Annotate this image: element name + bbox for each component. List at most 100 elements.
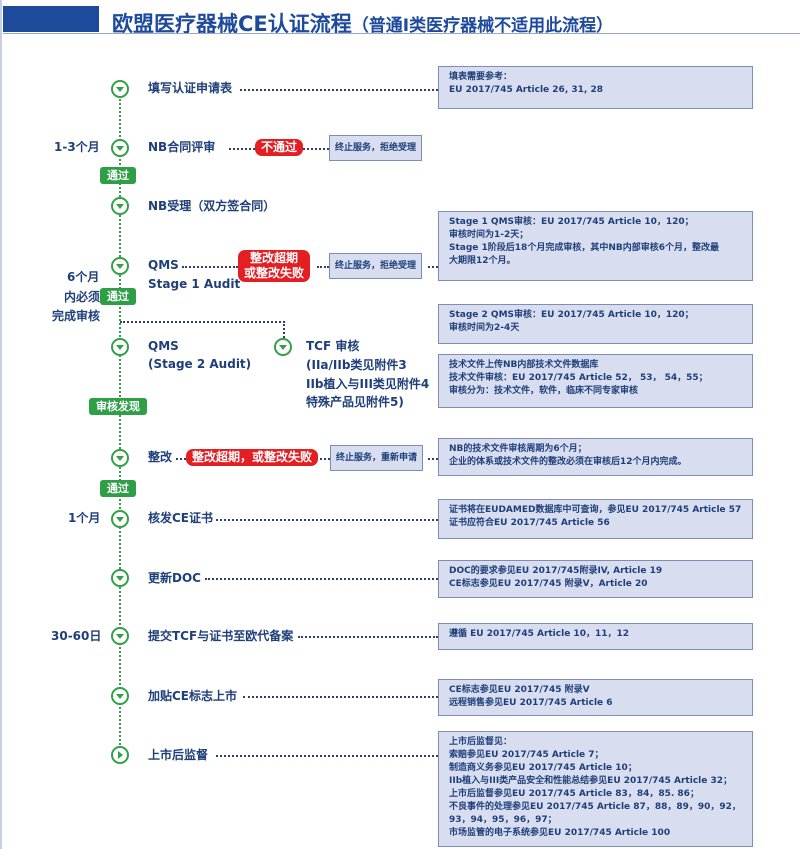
page-title: 欧盟医疗器械CE认证流程（普通I类医疗器械不适用此流程）	[112, 8, 613, 38]
note-line: 技术文件审核：EU 2017/745 Article 52， 53， 54，55…	[449, 373, 708, 383]
title-main: 欧盟医疗器械CE认证流程	[112, 12, 352, 36]
note-line: 技术文件上传NB内部技术文件数据库	[449, 360, 599, 370]
step-application-form: 填写认证申请表	[148, 81, 233, 95]
note-certificate: 证书将在EUDAMED数据库中可查询，参见EU 2017/745 Article…	[438, 499, 753, 539]
step-node-4	[111, 257, 129, 275]
step-nb-acceptance: NB受理（双方签合同）	[148, 199, 276, 213]
step-issue-ce-cert: 核发CE证书	[148, 511, 214, 525]
note-line: Stage 1阶段后18个月完成审核，其中NB内部审核6个月，整改最	[449, 243, 719, 253]
tcf-node	[274, 338, 292, 356]
connector-11	[216, 755, 438, 757]
finding-tag: 审核发现	[89, 398, 147, 415]
time-label-must: 内必须	[64, 290, 101, 304]
note-line: EU 2017/745 Article 26, 31, 28	[449, 85, 603, 95]
overdue-tag-1: 整改超期 或整改失败	[238, 250, 311, 282]
tcf-line-3: IIb植入与III类见附件4	[306, 377, 430, 391]
step-node-9	[111, 627, 129, 645]
note-stage1: Stage 1 QMS审核：EU 2017/745 Article 10，120…	[438, 211, 753, 281]
note-line: 远程销售参见EU 2017/745 Article 6	[449, 698, 613, 708]
note-line: 遵循 EU 2017/745 Article 10，11，12	[449, 629, 630, 639]
step-affix-ce: 加贴CE标志上市	[148, 689, 238, 703]
time-label-1-3-months: 1-3个月	[54, 140, 100, 154]
note-line: 市场监管的电子系统参见EU 2017/745 Article 100	[449, 828, 671, 838]
connector-2b	[303, 148, 329, 150]
note-line: 大期限12个月。	[449, 256, 516, 266]
note-line: 证书应符合EU 2017/745 Article 56	[449, 518, 610, 528]
step-rectification: 整改	[148, 450, 173, 464]
time-label-30-60-days: 30-60日	[51, 629, 102, 643]
note-tcf: 技术文件上传NB内部技术文件数据库 技术文件审核：EU 2017/745 Art…	[438, 354, 753, 408]
overdue-tag-2: 整改超期，或整改失败	[186, 449, 319, 466]
overdue-tag-1-line2: 或整改失败	[244, 266, 305, 280]
branch-connector	[120, 321, 285, 323]
note-line: CE标志参见EU 2017/745 附录V	[449, 685, 590, 695]
note-line: 上市后监督参见EU 2017/745 Article 83，84，85. 86；	[449, 789, 699, 799]
note-line: 审核分为：技术文件，软件，临床不同专家审核	[449, 386, 639, 396]
outcome-box-3: 终止服务，重新申请	[330, 445, 424, 471]
note-line: 索赔参见EU 2017/745 Article 7；	[449, 750, 604, 760]
connector-4c	[428, 266, 438, 268]
outcome-box-1: 终止服务，拒绝受理	[329, 135, 423, 161]
note-ce-marking: CE标志参见EU 2017/745 附录V 远程销售参见EU 2017/745 …	[438, 679, 753, 716]
note-line: Stage 1 QMS审核：EU 2017/745 Article 10，120…	[449, 217, 694, 227]
connector-6c	[428, 458, 438, 460]
pass-tag-1: 通过	[100, 167, 136, 184]
step-node-2	[111, 139, 129, 157]
left-border	[0, 0, 2, 849]
step-node-8	[111, 569, 129, 587]
note-line: 审核时间为2-4天	[449, 323, 520, 333]
note-rectification: NB的技术文件审核周期为6个月； 企业的体系或技术文件的整改必须在审核后12个月…	[438, 438, 753, 476]
note-line: IIb植入与III类产品安全和性能总结参见EU 2017/745 Article…	[449, 776, 733, 786]
branch-drop	[283, 321, 285, 338]
step-submit-tcf: 提交TCF与证书至欧代备案	[148, 629, 294, 643]
step-qms-2: QMS	[148, 339, 179, 353]
step-node-6	[111, 449, 129, 467]
overdue-tag-1-line1: 整改超期	[250, 251, 299, 265]
step-node-10	[111, 687, 129, 705]
step-stage2-audit: (Stage 2 Audit)	[148, 357, 252, 371]
tcf-line-4: 特殊产品见附件5)	[306, 395, 404, 409]
connector-10	[243, 696, 438, 698]
note-line: 93，94，95，96，97；	[449, 815, 557, 825]
step-stage1-audit: Stage 1 Audit	[148, 277, 241, 291]
step-node-7	[111, 510, 129, 528]
note-line: 填表需要参考：	[449, 72, 513, 82]
step-node-3	[111, 197, 129, 215]
connector-4a	[182, 266, 238, 268]
note-application: 填表需要参考： EU 2017/745 Article 26, 31, 28	[438, 66, 753, 109]
connector-8	[205, 578, 438, 580]
time-label-1-month: 1个月	[68, 511, 101, 525]
fail-tag: 不通过	[255, 139, 304, 156]
connector-2a	[229, 148, 255, 150]
pass-tag-3: 通过	[100, 480, 136, 497]
tcf-title: TCF 审核	[306, 339, 360, 353]
note-submission: 遵循 EU 2017/745 Article 10，11，12	[438, 623, 753, 650]
note-line: NB的技术文件审核周期为6个月；	[449, 444, 587, 454]
connector-6b	[320, 458, 330, 460]
step-contract-review: NB合同评审	[148, 140, 216, 154]
outcome-box-2: 终止服务，拒绝受理	[329, 253, 423, 279]
step-node-11	[111, 746, 129, 764]
connector-7	[216, 519, 438, 521]
note-line: 审核时间为1-2天；	[449, 230, 529, 240]
timeline-spine	[119, 92, 121, 757]
note-post-market: 上市后监督见： 索赔参见EU 2017/745 Article 7； 制造商义务…	[438, 731, 753, 847]
note-doc: DOC的要求参见EU 2017/745附录IV, Article 19 CE标志…	[438, 560, 753, 598]
connector-4b	[317, 266, 329, 268]
connector-6a	[176, 458, 186, 460]
note-line: 企业的体系或技术文件的整改必须在审核后12个月内完成。	[449, 457, 687, 467]
note-line: 上市后监督见：	[449, 737, 513, 747]
note-line: DOC的要求参见EU 2017/745附录IV, Article 19	[449, 566, 663, 576]
connector-1	[240, 89, 438, 91]
note-line: Stage 2 QMS审核：EU 2017/745 Article 10，120…	[449, 310, 694, 320]
pass-tag-2: 通过	[100, 288, 136, 305]
time-label-complete-audit: 完成审核	[52, 309, 101, 323]
note-line: CE标志参见EU 2017/745 附录V，Article 20	[449, 579, 648, 589]
step-qms-1: QMS	[148, 258, 179, 272]
note-stage2: Stage 2 QMS审核：EU 2017/745 Article 10，120…	[438, 304, 753, 344]
step-node-1	[111, 80, 129, 98]
connector-9	[298, 636, 438, 638]
title-divider	[3, 33, 800, 34]
title-accent-bar	[3, 6, 99, 32]
step-post-market: 上市后监督	[148, 748, 209, 762]
